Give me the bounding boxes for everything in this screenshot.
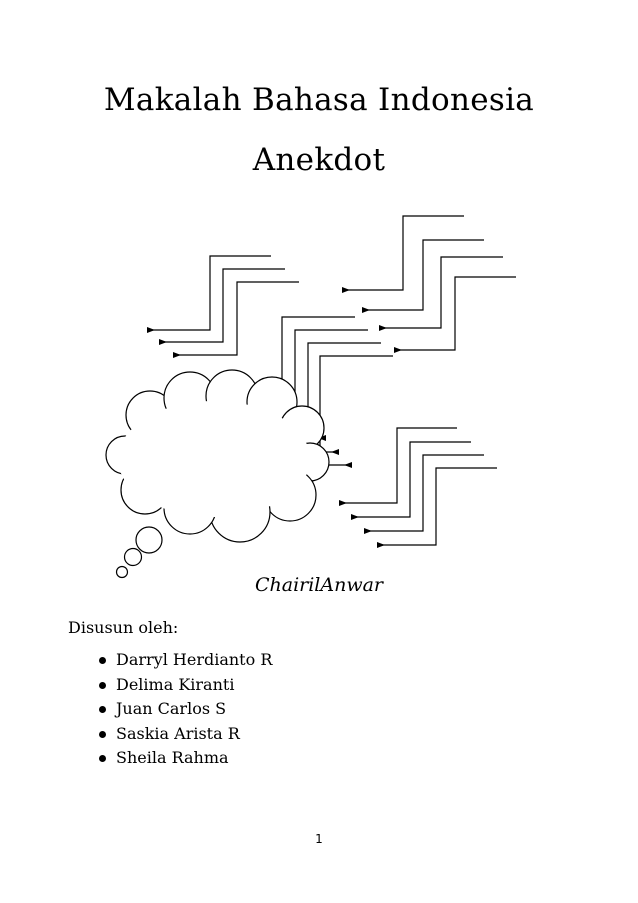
staircase-arrow-icon bbox=[147, 255, 271, 333]
staircase-arrow-icon bbox=[364, 454, 484, 534]
document-subtitle: Anekdot bbox=[252, 142, 386, 178]
bullet-icon bbox=[99, 657, 106, 664]
member-name: Saskia Arista R bbox=[116, 723, 240, 743]
list-item: Darryl Herdianto R bbox=[96, 648, 272, 673]
author-name: ChairilAnwar bbox=[254, 574, 384, 596]
bullet-icon bbox=[99, 681, 106, 689]
list-item: Sheila Rahma bbox=[96, 746, 272, 771]
list-item: Saskia Arista R bbox=[96, 722, 272, 747]
member-name: Delima Kiranti bbox=[116, 674, 235, 694]
staircase-arrow-icon bbox=[159, 268, 285, 345]
cloud-arrows-illustration bbox=[105, 215, 516, 579]
staircase-arrow-icon bbox=[173, 281, 299, 358]
staircase-arrow-icon bbox=[351, 441, 471, 520]
bullet-icon bbox=[99, 755, 106, 762]
staircase-arrow-icon bbox=[377, 467, 497, 548]
staircase-arrow-icon bbox=[394, 276, 516, 353]
bullet-icon bbox=[99, 706, 106, 713]
page-number: 1 bbox=[315, 832, 323, 846]
thought-cloud-icon bbox=[105, 369, 330, 579]
member-name: Sheila Rahma bbox=[116, 748, 229, 767]
bullet-icon bbox=[99, 730, 106, 738]
list-item: Delima Kiranti bbox=[96, 673, 272, 698]
document-title: Makalah Bahasa Indonesia bbox=[103, 82, 535, 118]
compiled-by-label: Disusun oleh: bbox=[68, 618, 179, 637]
member-name: Darryl Herdianto R bbox=[116, 650, 273, 669]
staircase-arrow-icon bbox=[379, 256, 503, 331]
list-item: Juan Carlos S bbox=[96, 697, 272, 722]
member-name: Juan Carlos S bbox=[116, 699, 227, 718]
staircase-arrow-icon bbox=[342, 215, 464, 293]
staircase-arrow-icon bbox=[362, 239, 484, 313]
staircase-arrow-icon bbox=[319, 355, 393, 468]
member-list: Darryl Herdianto R Delima Kiranti Juan C… bbox=[96, 648, 272, 771]
staircase-arrow-icon bbox=[339, 427, 457, 506]
